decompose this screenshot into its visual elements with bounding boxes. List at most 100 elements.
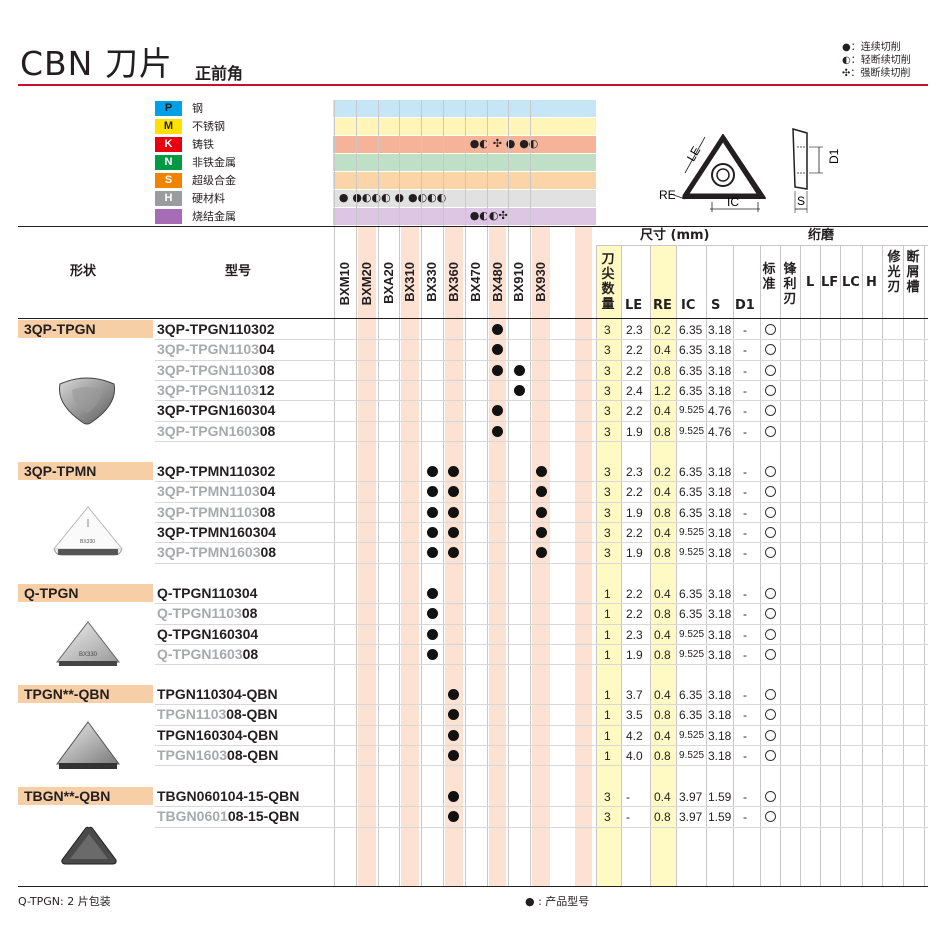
model-suffix: 04: [259, 483, 276, 500]
d1-value: -: [743, 708, 747, 723]
ic-value: 3.97: [679, 790, 703, 804]
model-suffix: 08-QBN: [227, 746, 279, 763]
availability-dot: [492, 425, 503, 437]
model-suffix: 08-15-QBN: [227, 808, 300, 825]
model-name: 3QP-TPMN110304: [157, 483, 275, 499]
grade-header-BX910: BX910: [511, 262, 527, 302]
model-name: 3QP-TPGN110302: [157, 321, 275, 337]
material-row-H: H 硬材料: [155, 190, 596, 207]
grade-header-BX310: BX310: [402, 262, 418, 302]
grade-header-BX330: BX330: [424, 262, 440, 302]
tip-count: 3: [604, 546, 611, 561]
standard-edge-mark: [765, 729, 776, 741]
grade-divider: [464, 100, 466, 886]
model-prefix: 3QP-TPMN1103: [157, 483, 260, 500]
grade-header-BXM10: BXM10: [336, 262, 352, 306]
re-value: 0.8: [654, 505, 671, 520]
group-tbgn-qbn: TBGN**-QBN: [18, 787, 153, 805]
availability-dot: [448, 506, 460, 518]
le-label: LE: [684, 144, 703, 164]
qtpgn-mark: BX330: [79, 652, 98, 658]
table-col-line: [706, 245, 707, 886]
re-value: 0.4: [654, 404, 671, 419]
tip-count: 3: [604, 343, 611, 358]
grade-divider: [377, 100, 379, 886]
d1-value: -: [743, 748, 747, 763]
footer-legend: ● : 产品型号: [525, 895, 590, 908]
model-prefix: TPGN160304-QBN: [157, 726, 279, 743]
re-label: RE: [659, 188, 676, 202]
insert-image-3qp-tpmn: BX330: [53, 506, 123, 556]
material-name: 烧结金属: [192, 210, 236, 223]
availability-dot: [426, 608, 438, 620]
s-value: 3.18: [708, 363, 732, 378]
table-col-line: [924, 245, 925, 886]
legend-separator: ：: [850, 42, 861, 53]
grade-stripe: [488, 226, 507, 886]
grade-header-BXA20: BXA20: [380, 262, 396, 304]
le-value: 2.2: [626, 404, 643, 419]
s-value: 3.18: [708, 525, 732, 540]
insert-image-q-tpgn: BX330: [55, 621, 121, 666]
le-value: -: [626, 790, 630, 804]
model-suffix: 12: [258, 381, 275, 398]
standard-edge-mark: [765, 588, 776, 599]
model-prefix: Q-TPGN110304: [157, 585, 258, 601]
row-rule: [155, 359, 928, 361]
re-value: 0.4: [654, 525, 671, 540]
re-value: 0.8: [654, 647, 671, 662]
row-rule: [155, 521, 928, 523]
material-code: N: [155, 155, 182, 170]
standard-edge-mark: [765, 405, 776, 417]
s-value: 3.18: [708, 323, 732, 337]
tip-count: 3: [604, 404, 611, 419]
table-col-line: [882, 245, 883, 886]
row-rule: [155, 339, 928, 341]
tip-count: 3: [604, 505, 611, 520]
model-suffix: 08: [241, 605, 258, 622]
model-prefix: 3QP-TPMN1603: [157, 544, 261, 561]
re-value: 0.4: [654, 485, 671, 500]
s-value: 4.76: [708, 424, 732, 439]
le-value: -: [626, 810, 630, 825]
s-value: 3.18: [708, 748, 732, 763]
edge-header: H: [866, 275, 877, 290]
material-name: 硬材料: [192, 192, 225, 205]
row-rule: [155, 806, 928, 808]
triangle-insert-diagram: LE RE IC: [659, 134, 766, 212]
model-name: TBGN060104-15-QBN: [157, 788, 299, 804]
re-value: 0.2: [654, 465, 671, 479]
material-code: H: [155, 191, 182, 206]
d1-value: -: [743, 607, 747, 622]
re-value: 0.4: [654, 627, 671, 642]
row-rule: [155, 481, 928, 483]
le-value: 2.3: [626, 627, 643, 642]
model-name: 3QP-TPMN160308: [157, 544, 276, 560]
ic-value: 6.35: [679, 343, 703, 358]
model-name: 3QP-TPMN110308: [157, 504, 275, 520]
model-name: TBGN060108-15-QBN: [157, 808, 299, 824]
row-rule: [155, 744, 928, 746]
tip-count: 1: [604, 587, 611, 601]
row-rule: [155, 562, 928, 564]
availability-dot: [448, 709, 460, 721]
model-name: Q-TPGN160308: [157, 646, 258, 662]
row-rule: [155, 643, 928, 645]
d1-value: -: [743, 546, 747, 561]
row-rule: [155, 542, 928, 544]
le-value: 2.3: [626, 465, 643, 479]
availability-dot: [426, 506, 438, 518]
d1-value: -: [743, 383, 747, 398]
grade-header-BX480: BX480: [489, 262, 505, 302]
edge-header: L: [806, 275, 815, 290]
grade-divider: [486, 100, 488, 886]
table-col-line: [676, 245, 677, 886]
tip-count: 3: [604, 485, 611, 500]
availability-dot: [448, 749, 460, 761]
row-rule: [155, 826, 928, 828]
grade-divider: [508, 100, 510, 886]
standard-edge-mark: [765, 344, 776, 356]
s-value: 1.59: [708, 790, 732, 804]
model-prefix: 3QP-TPMN160304: [157, 523, 277, 540]
